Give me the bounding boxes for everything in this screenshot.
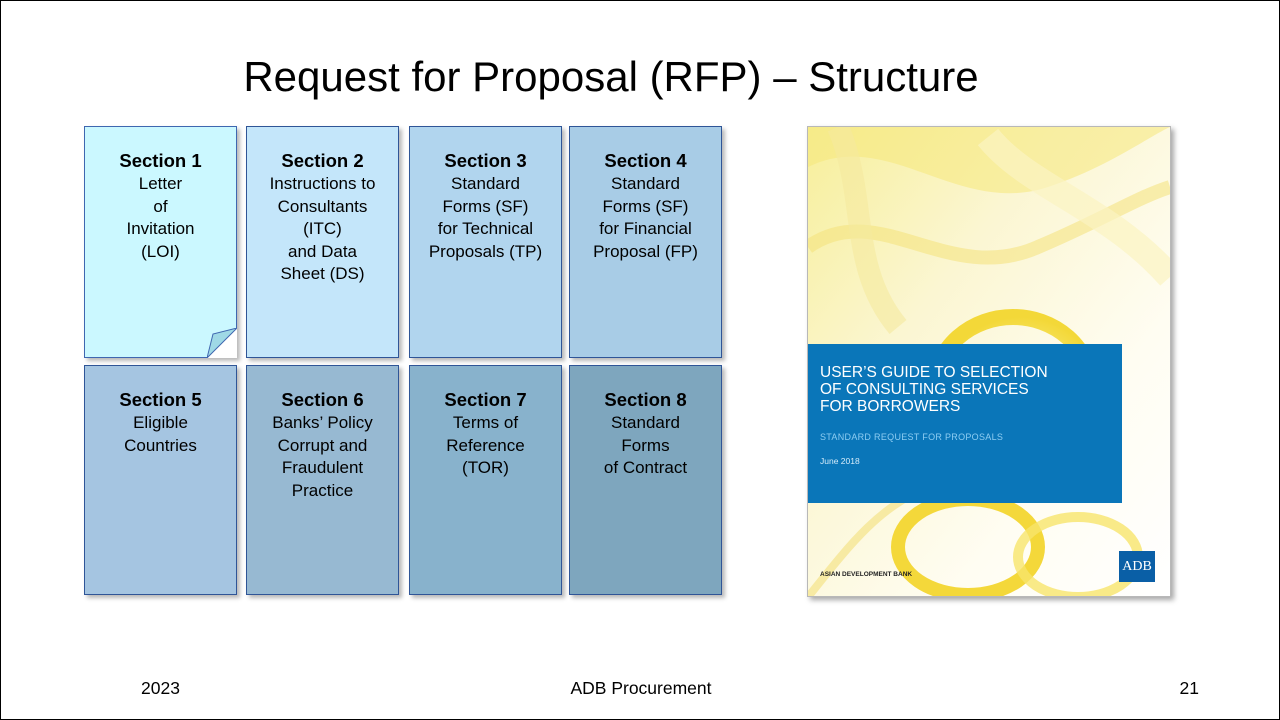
- section-text: Forms (SF): [602, 196, 689, 216]
- section-text: (ITC): [303, 219, 342, 238]
- section-text: Sheet (DS): [280, 264, 365, 283]
- section-text: of: [153, 196, 168, 216]
- section-text: (LOI): [141, 241, 180, 261]
- section-heading: Section 6: [281, 389, 364, 410]
- section-4-card: Section 4 Standard Forms (SF) for Financ…: [569, 126, 722, 358]
- section-1-card: Section 1 Letter of Invitation (LOI): [84, 126, 237, 358]
- section-text: Invitation: [126, 219, 195, 238]
- section-text: Consultants: [277, 196, 368, 216]
- section-text: for Financial: [599, 219, 692, 238]
- section-text: Countries: [124, 435, 197, 455]
- section-8-card: Section 8 Standard Forms of Contract: [569, 365, 722, 595]
- cover-title-line: OF CONSULTING SERVICES: [820, 381, 1029, 398]
- cover-title-line: USER’S GUIDE TO SELECTION: [820, 364, 1048, 381]
- section-text: Proposal (FP): [593, 241, 698, 261]
- section-text: Proposals (TP): [428, 241, 543, 261]
- section-heading: Section 7: [444, 389, 527, 410]
- slide-title: Request for Proposal (RFP) – Structure: [243, 53, 979, 100]
- section-heading: Section 3: [444, 150, 527, 171]
- section-text: Letter: [138, 174, 183, 193]
- section-text: Eligible: [133, 413, 188, 432]
- section-text: Forms (SF): [442, 196, 529, 216]
- section-text: Standard: [451, 174, 520, 193]
- footer-year: 2023: [141, 678, 180, 698]
- slide-number: 21: [1179, 678, 1199, 698]
- section-5-card: Section 5 Eligible Countries: [84, 365, 237, 595]
- section-heading: Section 8: [604, 389, 687, 410]
- section-2-card: Section 2 Instructions to Consultants (I…: [246, 126, 399, 358]
- cover-title-line: FOR BORROWERS: [820, 398, 961, 415]
- section-text: for Technical: [437, 219, 534, 238]
- section-text: and Data: [288, 241, 357, 261]
- publication-cover: USER’S GUIDE TO SELECTION OF CONSULTING …: [807, 126, 1171, 597]
- cover-date: June 2018: [820, 456, 860, 466]
- adb-logo: ADB: [1119, 551, 1155, 582]
- section-text: of Contract: [603, 458, 688, 477]
- section-heading: Section 5: [119, 389, 202, 410]
- section-text: (TOR): [462, 458, 509, 477]
- section-text: Reference: [446, 435, 525, 455]
- folded-corner-icon: [207, 328, 237, 358]
- section-heading: Section 4: [604, 150, 687, 171]
- footer-title: ADB Procurement: [570, 678, 712, 698]
- section-text: Instructions to: [269, 174, 376, 193]
- section-text: Corrupt and: [277, 435, 368, 455]
- section-text: Practice: [291, 480, 354, 500]
- section-text: Standard: [611, 413, 680, 432]
- section-text: Fraudulent: [281, 458, 364, 477]
- section-text: Banks’ Policy: [272, 413, 373, 432]
- section-text: Forms: [621, 435, 670, 455]
- cover-title: USER’S GUIDE TO SELECTION OF CONSULTING …: [820, 364, 1120, 415]
- section-text: Terms of: [452, 413, 519, 432]
- cover-publisher: ASIAN DEVELOPMENT BANK: [820, 571, 913, 578]
- section-heading: Section 2: [281, 150, 364, 171]
- cover-title-band: USER’S GUIDE TO SELECTION OF CONSULTING …: [808, 344, 1122, 503]
- section-7-card: Section 7 Terms of Reference (TOR): [409, 365, 562, 595]
- section-3-card: Section 3 Standard Forms (SF) for Techni…: [409, 126, 562, 358]
- section-6-card: Section 6 Banks’ Policy Corrupt and Frau…: [246, 365, 399, 595]
- cover-subtitle: STANDARD REQUEST FOR PROPOSALS: [820, 432, 1004, 442]
- section-heading: Section 1: [119, 150, 202, 171]
- section-text: Standard: [611, 174, 680, 193]
